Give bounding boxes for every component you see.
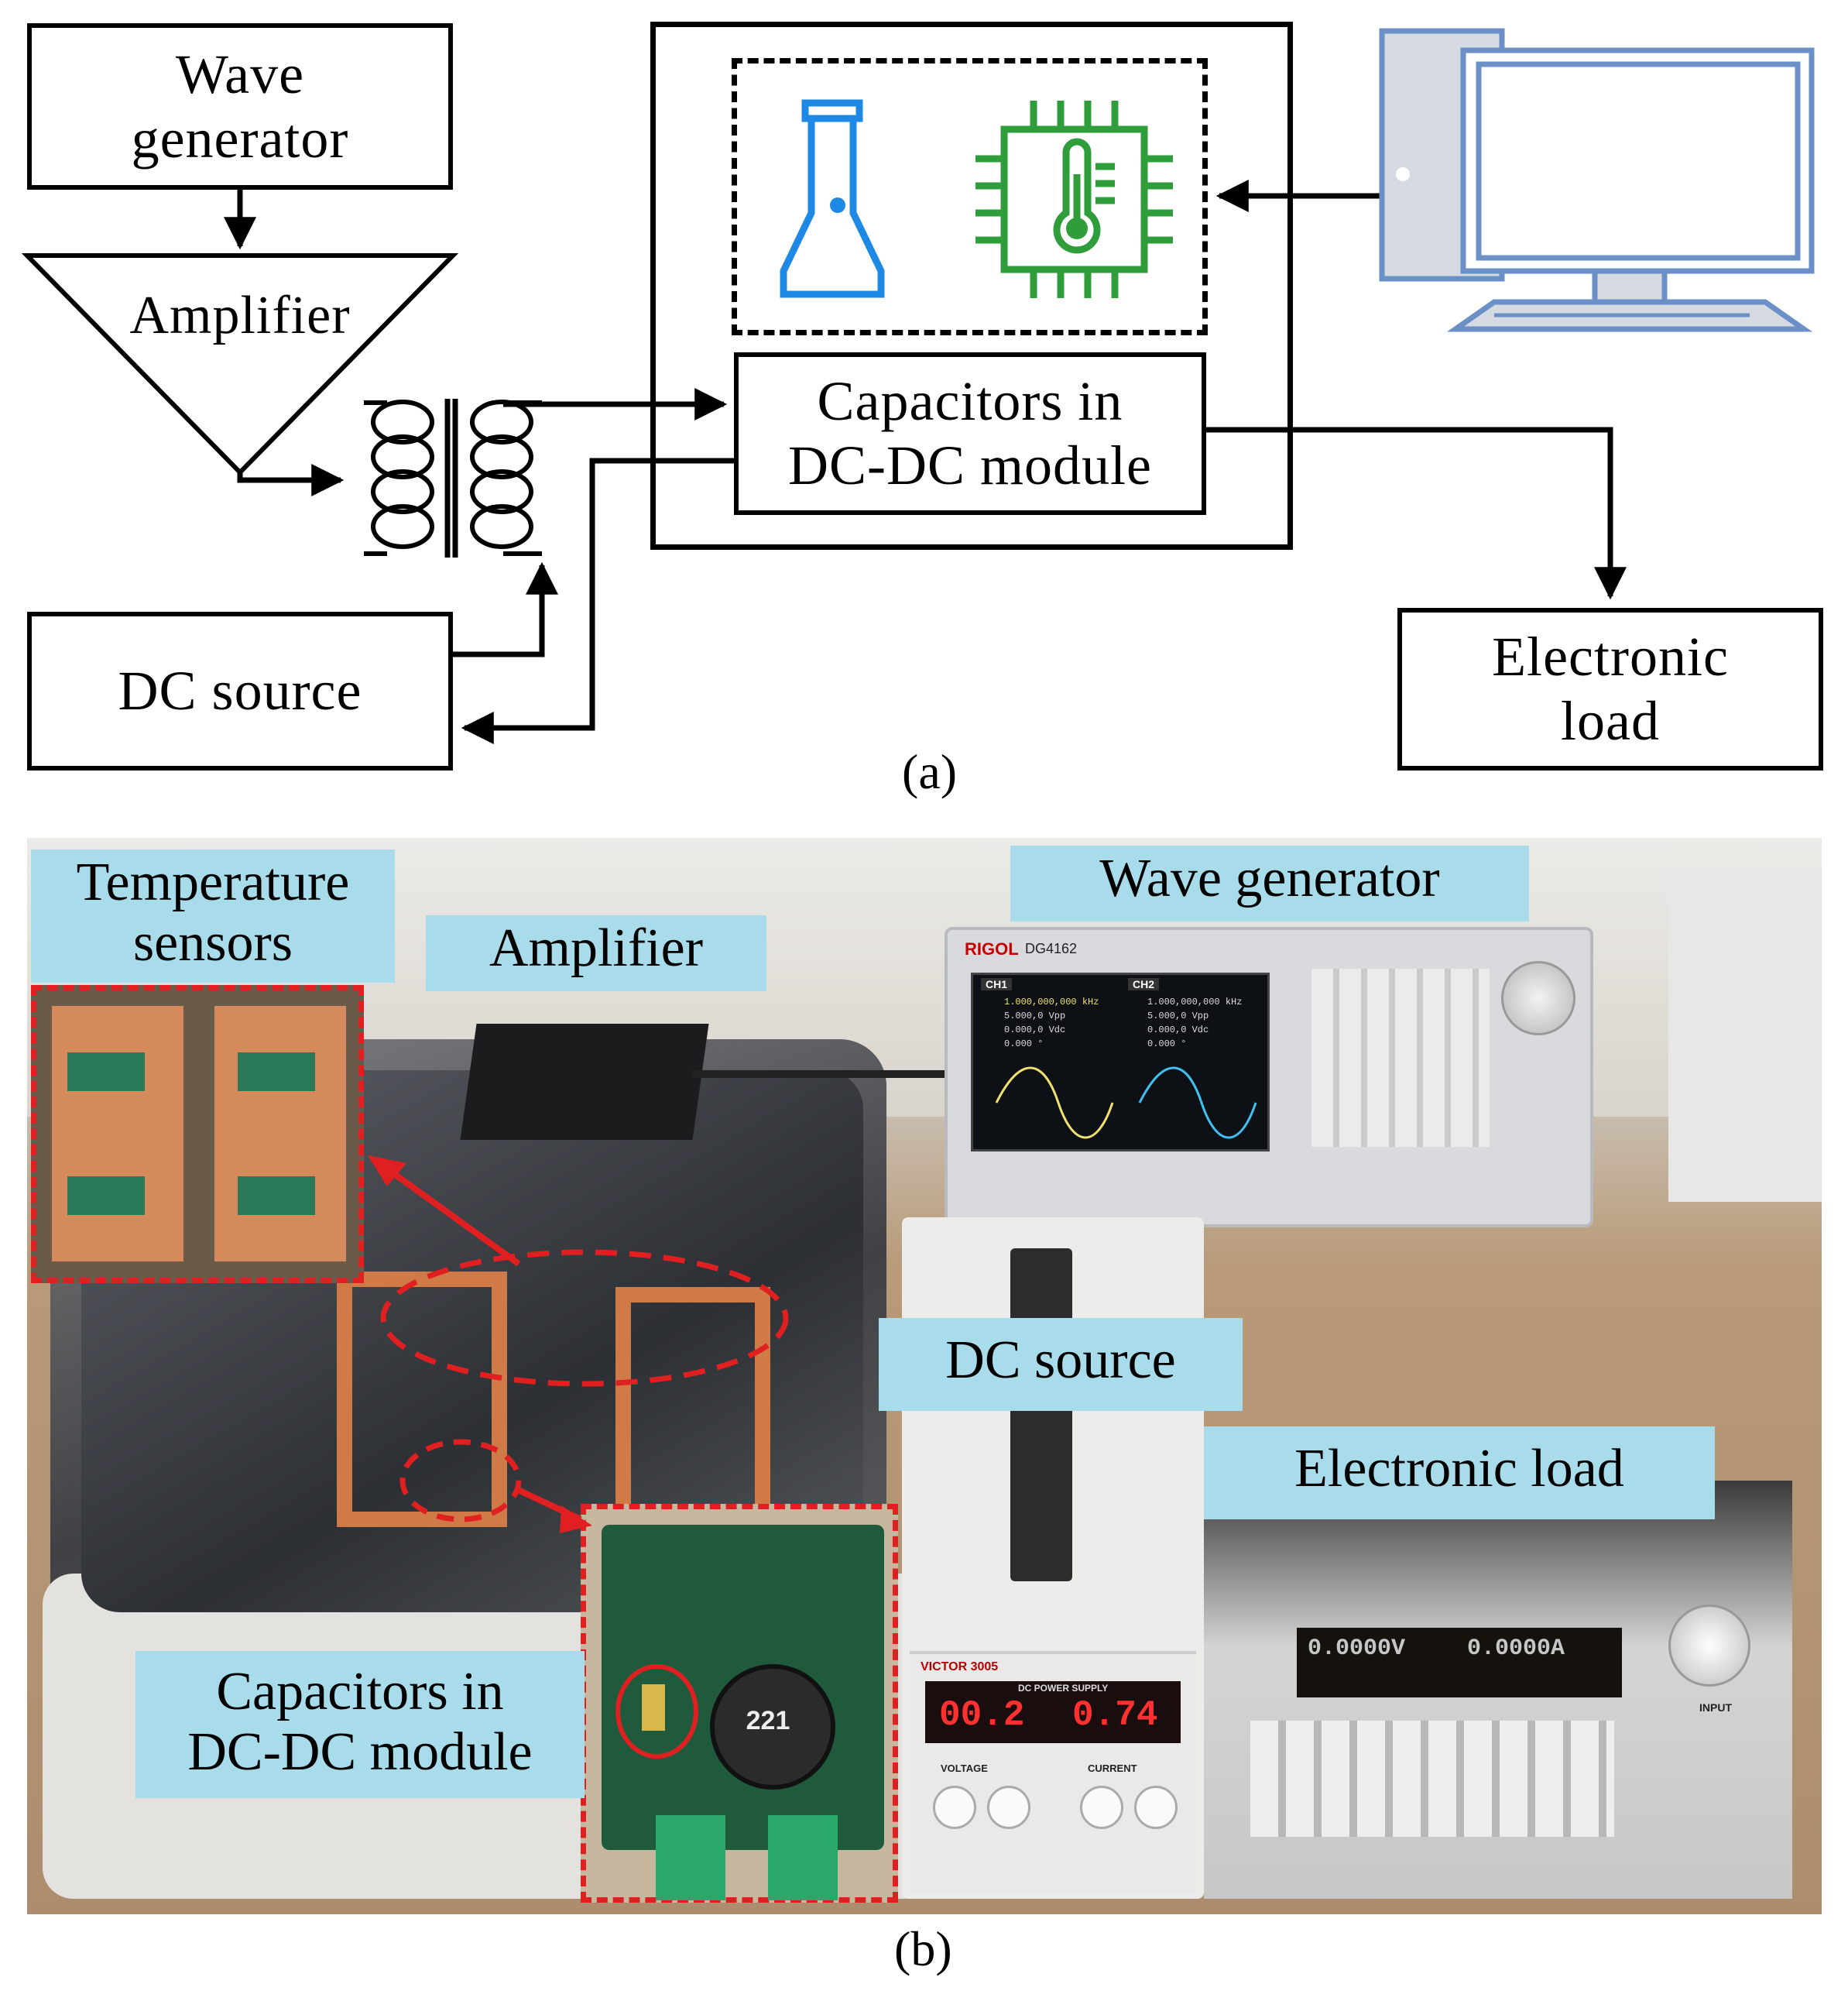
load-display-current: 0.0000A xyxy=(1467,1635,1565,1662)
inductor-code: 221 xyxy=(746,1706,790,1735)
load-knob xyxy=(1668,1605,1750,1687)
psu-knob-4 xyxy=(1134,1786,1178,1829)
ch1-freq: 1.000,000,000 kHz xyxy=(1004,997,1099,1007)
tag-temperature-sensors: Temperature sensors xyxy=(31,849,395,983)
right-panel xyxy=(1668,869,1822,1202)
terminal-left xyxy=(656,1815,725,1900)
dc-source-box: DC source xyxy=(27,612,453,771)
module-outer-box xyxy=(650,22,1293,550)
wave-generator-box: Wave generator xyxy=(27,23,453,190)
sensor-pcb-2 xyxy=(238,1052,315,1091)
electronic-load-device: 0.0000V 0.0000A INPUT xyxy=(1204,1481,1792,1899)
sine-waves xyxy=(995,1066,1257,1139)
capacitors-module-box: Capacitors in DC-DC module xyxy=(734,352,1206,515)
capacitor xyxy=(642,1684,665,1731)
ch2-offset: 0.000,0 Vdc xyxy=(1147,1025,1209,1035)
psu-voltage-readout: 00.2 xyxy=(939,1695,1025,1735)
capacitor-module-inset: 221 xyxy=(581,1504,898,1903)
amplifier-label: Amplifier xyxy=(129,286,351,345)
psu-current-label: CURRENT xyxy=(1088,1762,1137,1774)
ch1-offset: 0.000,0 Vdc xyxy=(1004,1025,1066,1035)
panel-a-caption: (a) xyxy=(902,744,958,799)
load-display: 0.0000V 0.0000A xyxy=(1297,1628,1622,1697)
desktop-computer-icon xyxy=(1379,28,1815,332)
psu-display: DC POWER SUPPLY 00.2 0.74 xyxy=(925,1681,1181,1743)
load-display-voltage: 0.0000V xyxy=(1308,1635,1406,1662)
panel-a-connections xyxy=(224,180,1627,744)
electronic-load-box: Electronic load xyxy=(1397,608,1823,771)
sensor-pcb-1 xyxy=(67,1052,145,1091)
inductor: 221 xyxy=(710,1664,835,1790)
sensor-pcb-4 xyxy=(238,1176,315,1215)
panel-b-caption: (b) xyxy=(894,1921,952,1976)
wave-generator-label: Wave generator xyxy=(131,43,349,170)
ch1-phase: 0.000 ° xyxy=(1004,1038,1044,1049)
flashlight-icon xyxy=(780,99,885,298)
ch1-label: CH1 xyxy=(981,978,1013,990)
ch2-amp: 5.000,0 Vpp xyxy=(1147,1011,1209,1021)
sensor-dashed-box xyxy=(732,58,1208,335)
capacitor-highlight xyxy=(615,1664,698,1759)
rigol-model: DG4162 xyxy=(1025,941,1078,956)
rigol-brand: RIGOL xyxy=(965,939,1019,959)
load-keypad xyxy=(1250,1721,1614,1837)
rigol-screen: CH1 CH2 1.000,000,000 kHz 5.000,0 Vpp 0.… xyxy=(971,973,1270,1152)
transformer-coil-icon xyxy=(364,399,542,558)
orange-frame-left xyxy=(337,1272,507,1527)
tag-amplifier: Amplifier xyxy=(426,915,766,991)
psu-current-readout: 0.74 xyxy=(1072,1695,1158,1735)
sensor-pcb-3 xyxy=(67,1176,145,1215)
rigol-knob xyxy=(1501,961,1575,1035)
electronic-load-label: Electronic load xyxy=(1492,626,1729,752)
panel-b-photo: RIGOL DG4162 CH1 CH2 1.000,000,000 kHz 5… xyxy=(27,838,1822,1914)
chip-thermometer-icon xyxy=(975,101,1173,298)
tag-wave-generator: Wave generator xyxy=(1010,846,1529,922)
amplifier-cable xyxy=(693,1070,956,1078)
load-input-label: INPUT xyxy=(1699,1701,1732,1714)
psu-handle xyxy=(1010,1248,1072,1581)
rigol-keypad xyxy=(1311,969,1490,1147)
sensor-board-right xyxy=(214,1006,346,1261)
psu-knob-2 xyxy=(987,1786,1030,1829)
ch2-freq: 1.000,000,000 kHz xyxy=(1147,997,1243,1007)
psu-brand: VICTOR 3005 xyxy=(921,1660,999,1673)
sensor-board-left xyxy=(52,1006,183,1261)
tag-capacitors-module: Capacitors in DC-DC module xyxy=(135,1651,585,1798)
dc-source-label: DC source xyxy=(118,660,362,722)
terminal-right xyxy=(768,1815,838,1900)
capacitors-module-label: Capacitors in DC-DC module xyxy=(788,370,1152,496)
wave-generator-device: RIGOL DG4162 CH1 CH2 1.000,000,000 kHz 5… xyxy=(945,927,1593,1227)
psu-voltage-label: VOLTAGE xyxy=(941,1762,988,1774)
photo-annotations xyxy=(368,1155,789,1533)
psu-front-panel: VICTOR 3005 DC POWER SUPPLY 00.2 0.74 VO… xyxy=(910,1651,1196,1894)
psu-knob-3 xyxy=(1080,1786,1123,1829)
psu-knob-1 xyxy=(933,1786,976,1829)
temperature-sensors-inset xyxy=(31,985,364,1283)
ch1-amp: 5.000,0 Vpp xyxy=(1004,1011,1066,1021)
psu-title: DC POWER SUPPLY xyxy=(1018,1683,1109,1694)
ch2-phase: 0.000 ° xyxy=(1147,1038,1187,1049)
tag-electronic-load: Electronic load xyxy=(1204,1426,1715,1519)
ch2-label: CH2 xyxy=(1128,978,1160,990)
tag-dc-source: DC source xyxy=(879,1318,1243,1411)
amplifier-triangle xyxy=(21,253,459,476)
